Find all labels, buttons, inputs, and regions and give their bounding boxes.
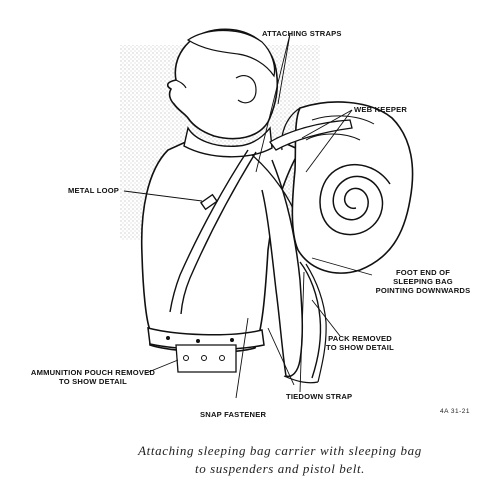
sleeping-bag-roll xyxy=(291,101,414,274)
figure-code: 4A 31-21 xyxy=(440,408,471,415)
tiedown-strap xyxy=(299,261,322,379)
label-ammunition-pouch: AMMUNITION POUCH REMOVED TO SHOW DETAIL xyxy=(30,368,156,386)
ear-outline xyxy=(235,75,257,104)
label-snap-fastener: SNAP FASTENER xyxy=(200,410,267,419)
caption-line-1: Attaching sleeping bag carrier with slee… xyxy=(138,443,422,458)
leader-lines xyxy=(123,33,373,399)
hair-outline xyxy=(186,29,276,78)
pistol-belt xyxy=(147,326,265,351)
label-web-keeper: WEB KEEPER xyxy=(354,105,408,114)
label-foot-end: FOOT END OF SLEEPING BAG POINTING DOWNWA… xyxy=(375,268,471,295)
suspender-strap xyxy=(169,149,249,313)
label-tiedown-strap: TIEDOWN STRAP xyxy=(286,392,353,401)
figure-caption: Attaching sleeping bag carrier with slee… xyxy=(95,442,465,478)
label-pack-removed: PACK REMOVED TO SHOW DETAIL xyxy=(326,334,394,352)
label-attaching-straps: ATTACHING STRAPS xyxy=(262,29,342,38)
neck-outline xyxy=(183,126,273,158)
caption-line-2: to suspenders and pistol belt. xyxy=(194,461,366,476)
web-keeper-strap xyxy=(269,119,353,151)
sleeping-bag-spiral xyxy=(319,164,391,236)
label-metal-loop: METAL LOOP xyxy=(68,186,120,195)
arm-outline xyxy=(261,159,304,378)
metal-loop xyxy=(199,193,219,211)
